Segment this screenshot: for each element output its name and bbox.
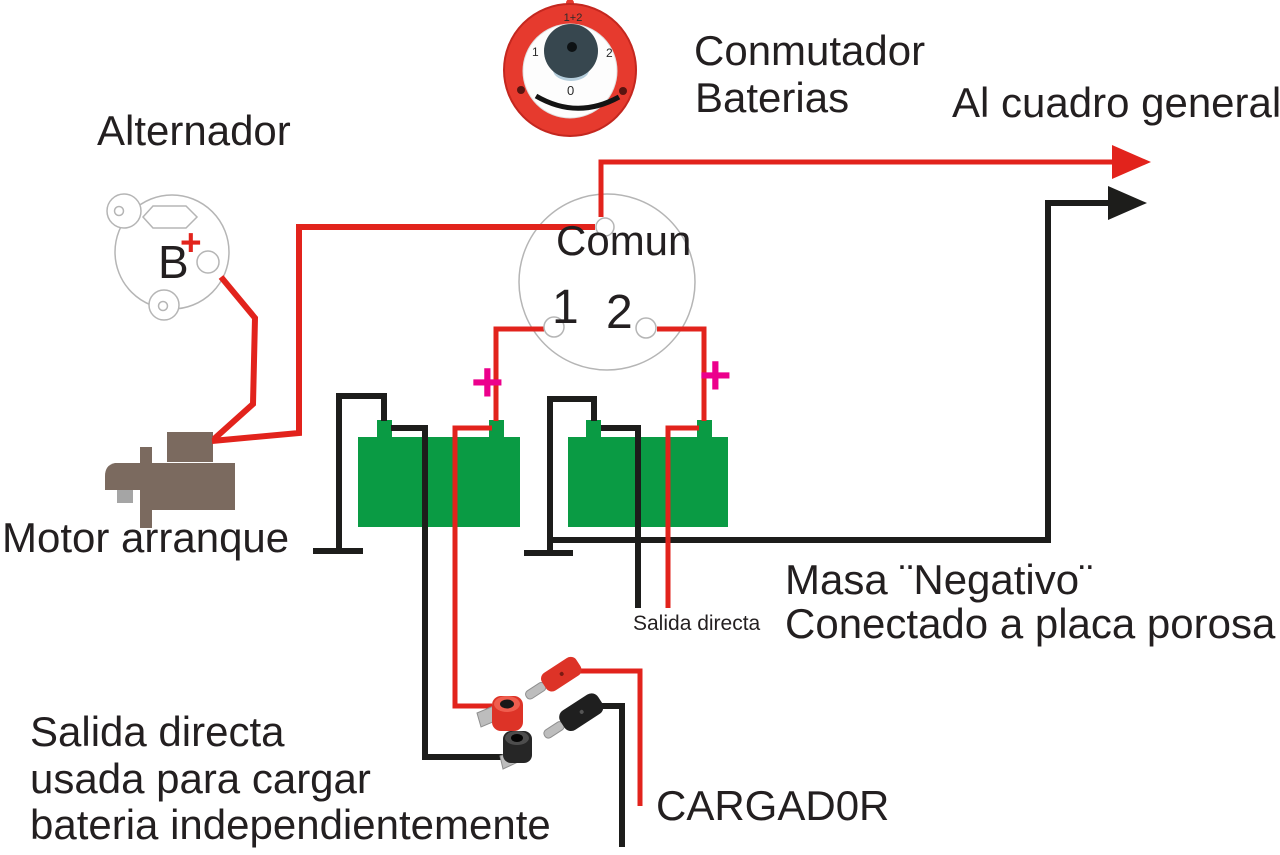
- battery-1: [358, 420, 520, 527]
- label-baterias: Baterias: [695, 74, 850, 121]
- alternator-ear-bottom-hole: [157, 300, 169, 312]
- ground-symbol-2: [524, 550, 573, 556]
- wire-motor-to-comun: [211, 224, 595, 444]
- alternator-b-terminal: [196, 250, 220, 274]
- black-post-hole: [511, 734, 523, 742]
- black-banana-plug: [543, 693, 604, 739]
- black-plug-dot: [579, 709, 584, 714]
- positive-wiring: [211, 145, 1151, 806]
- label-conmutador: Conmutador: [694, 27, 926, 74]
- switch-terminals: [543, 217, 657, 339]
- motor-nose: [105, 463, 140, 490]
- motor-solenoid: [167, 432, 213, 462]
- alternator-connector-shape: [141, 205, 199, 229]
- switch-pos-1: 1: [532, 45, 539, 59]
- wire-battery2-salida-pos: [665, 425, 699, 608]
- wire-masa-to-panel: [550, 200, 1108, 543]
- black-arrowhead: [1108, 186, 1147, 220]
- wire-terminal1-to-battery1: [493, 326, 544, 421]
- switch-pos-1plus2: 1+2: [563, 12, 583, 24]
- battery-2-pos-post: [697, 420, 712, 438]
- switch-pos-0: 0: [567, 83, 575, 98]
- label-terminal-1: 1: [552, 281, 579, 334]
- red-post-hole: [500, 699, 514, 709]
- wire-battery2-ground: [547, 396, 597, 551]
- wire-alternator-to-motor: [211, 275, 259, 442]
- wire-battery1-to-charger-neg: [391, 425, 523, 760]
- red-banana-plug: [525, 656, 582, 700]
- wire-terminal2-to-battery2: [657, 326, 707, 421]
- battery-2-plus-sign: +: [699, 343, 732, 406]
- label-terminal-2: 2: [606, 286, 633, 339]
- wire-battery1-ground: [336, 393, 387, 549]
- label-salida-line3: bateria independientemente: [30, 801, 551, 848]
- label-b-plus: +: [180, 222, 202, 263]
- battery-1-body: [358, 437, 520, 527]
- red-arrowhead: [1112, 145, 1151, 179]
- battery-1-neg-post: [377, 420, 392, 438]
- label-al-cuadro-general: Al cuadro general: [952, 79, 1280, 126]
- battery-2: [568, 420, 728, 527]
- battery-switch-front-view: [503, 0, 637, 137]
- battery-1-pos-post: [489, 420, 504, 438]
- battery-2-body: [568, 437, 728, 527]
- comun-terminal: [595, 217, 615, 237]
- wire-blackplug-to-cargador: [597, 703, 625, 847]
- label-salida-line1: Salida directa: [30, 708, 285, 755]
- red-plug-dot: [559, 671, 564, 676]
- alternator-ear-top-hole: [113, 205, 125, 217]
- label-b-terminal: B: [158, 236, 189, 288]
- alternator-drawing: [106, 193, 230, 321]
- wire-battery1-to-charger-pos: [452, 425, 492, 709]
- motor-flange: [140, 447, 152, 528]
- black-binding-post: [499, 731, 532, 770]
- switch-screw-right: [619, 87, 627, 95]
- switch-pos-2: 2: [606, 46, 613, 60]
- switch-screw-left: [517, 86, 525, 94]
- battery-2-neg-post: [586, 420, 601, 438]
- label-salida-directa-small: Salida directa: [633, 612, 761, 635]
- wire-battery2-salida-neg: [601, 425, 641, 608]
- label-alternador: Alternador: [97, 107, 291, 154]
- negative-wiring: [313, 186, 1147, 847]
- red-binding-post: [476, 696, 523, 731]
- label-motor-arranque: Motor arranque: [2, 514, 290, 561]
- label-conectado-placa: Conectado a placa porosa: [785, 600, 1276, 647]
- terminal-1-circle: [543, 316, 565, 338]
- battery-1-plus-sign: +: [471, 350, 504, 413]
- motor-body: [152, 463, 235, 510]
- label-salida-line2: usada para cargar: [30, 755, 371, 802]
- motor-gear: [117, 490, 133, 503]
- label-comun: Comun: [556, 217, 692, 264]
- switch-bottom-groove: [534, 93, 621, 111]
- ground-symbol-1: [313, 548, 363, 554]
- terminal-2-circle: [635, 317, 657, 339]
- knob-center-dot: [567, 42, 577, 52]
- wire-redplug-to-cargador: [574, 668, 643, 806]
- label-masa-negativo: Masa ¨Negativo¨: [785, 556, 1094, 603]
- starter-motor-drawing: [105, 432, 235, 528]
- label-cargador: CARGAD0R: [656, 782, 890, 829]
- wire-comun-to-panel: [598, 159, 1112, 217]
